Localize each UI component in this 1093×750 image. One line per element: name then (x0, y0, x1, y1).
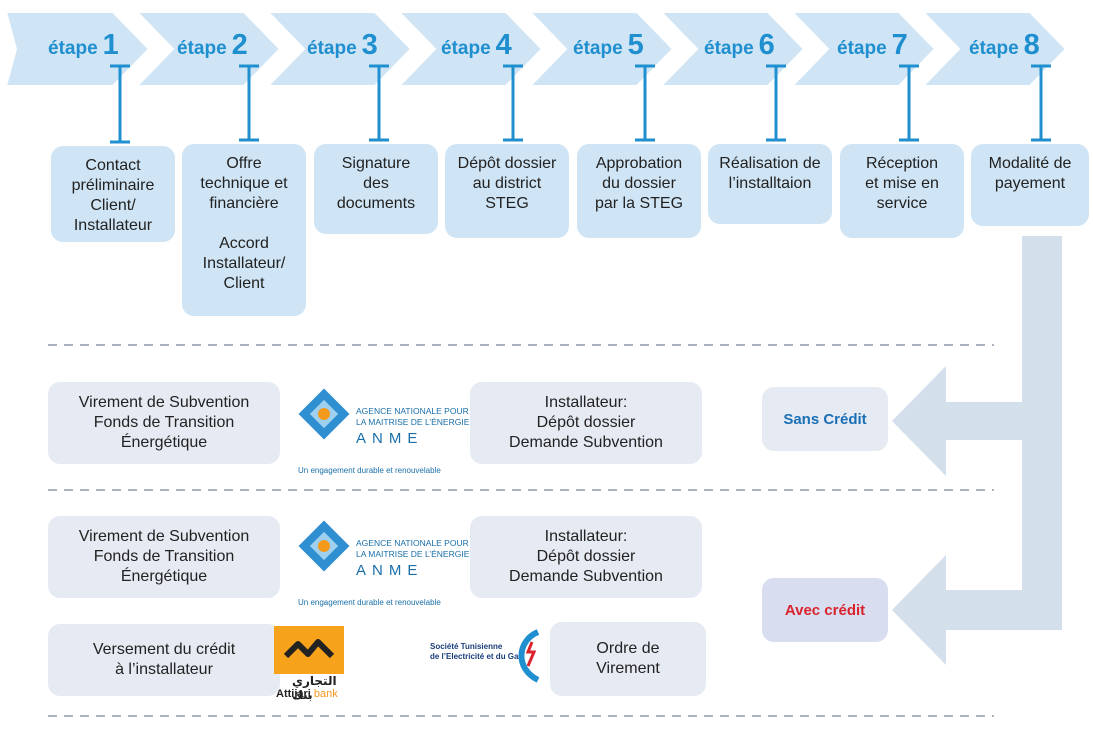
anme-emblem-icon (298, 388, 350, 440)
anme-line-2: LA MAITRISE DE L’ÉNERGIE (356, 549, 470, 559)
attijari-arabic: التجاري بنك (292, 674, 337, 702)
step-box-7: Réception et mise en service (840, 144, 964, 238)
step-box-1: Contact préliminaire Client/ Installateu… (51, 146, 175, 242)
attijari-bank-logo: التجاري بنك Attijari bank (274, 626, 344, 706)
section-dividers (48, 344, 994, 717)
steg-line-1: Société Tunisienne (430, 642, 503, 651)
step-number: 6 (758, 29, 775, 61)
step-box-8: Modalité de payement (971, 144, 1089, 226)
step-box-5: Approbation du dossier par la STEG (577, 144, 701, 238)
steg-line-2: de l’Electricité et du Gaz (430, 652, 523, 661)
step-number: 4 (495, 29, 512, 61)
step-connectors (110, 64, 1051, 144)
anme-line-1: AGENCE NATIONALE POUR (356, 538, 469, 548)
step-number: 7 (891, 29, 908, 61)
anme-logo: AGENCE NATIONALE POUR LA MAITRISE DE L’É… (298, 388, 478, 478)
step-box-3: Signature des documents (314, 144, 438, 234)
step-word: étape (307, 38, 357, 59)
anme-emblem-icon (298, 520, 350, 572)
sans-credit-installateur-box: Installateur: Dépôt dossier Demande Subv… (470, 382, 702, 464)
sans-credit-arrowhead (892, 366, 946, 476)
steg-logo: Société Tunisienne de l’Electricité et d… (430, 628, 550, 688)
attijari-bank-word: bank (313, 688, 338, 700)
payment-branch-arrow (892, 236, 1062, 665)
anme-line-2: LA MAITRISE DE L’ÉNERGIE (356, 417, 470, 427)
avec-credit-arm (930, 590, 1062, 630)
ordre-virement-box: Ordre de Virement (550, 622, 706, 696)
steg-emblem-icon (518, 629, 540, 683)
step-word: étape (573, 38, 623, 59)
anme-line-1: AGENCE NATIONALE POUR (356, 406, 469, 416)
step-number: 5 (627, 29, 644, 61)
avec-credit-virement-box: Virement de Subvention Fonds de Transiti… (48, 516, 280, 598)
sans-credit-badge: Sans Crédit (762, 387, 888, 451)
step-word: étape (969, 38, 1019, 59)
step-number: 2 (231, 29, 248, 61)
anme-name: ANME (356, 430, 424, 447)
avec-credit-installateur-box: Installateur: Dépôt dossier Demande Subv… (470, 516, 702, 598)
timeline-chevron-8 (920, 11, 1068, 87)
step-number: 3 (361, 29, 378, 61)
attijari-latin: Attijari (276, 688, 311, 700)
step-number: 8 (1023, 29, 1040, 61)
anme-tagline: Un engagement durable et renouvelable (298, 598, 441, 607)
step-word: étape (441, 38, 491, 59)
step-word: étape (704, 38, 754, 59)
avec-credit-arrowhead (892, 555, 946, 665)
anme-logo-2: AGENCE NATIONALE POUR LA MAITRISE DE L’É… (298, 520, 478, 610)
step-word: étape (177, 38, 227, 59)
step-box-6: Réalisation de l’installtaion (708, 144, 832, 224)
step-box-4: Dépôt dossier au district STEG (445, 144, 569, 238)
step-word: étape (837, 38, 887, 59)
versement-credit-box: Versement du crédit à l’installateur (48, 624, 280, 696)
step-box-2: Offre technique et financière Accord Ins… (182, 144, 306, 316)
anme-tagline: Un engagement durable et renouvelable (298, 466, 441, 475)
sans-credit-arm (930, 402, 1062, 440)
step-number: 1 (102, 29, 119, 61)
avec-credit-badge: Avec crédit (762, 578, 888, 642)
step-word: étape (48, 38, 98, 59)
attijari-logo-icon (274, 626, 344, 674)
anme-name: ANME (356, 562, 424, 579)
sans-credit-virement-box: Virement de Subvention Fonds de Transiti… (48, 382, 280, 464)
